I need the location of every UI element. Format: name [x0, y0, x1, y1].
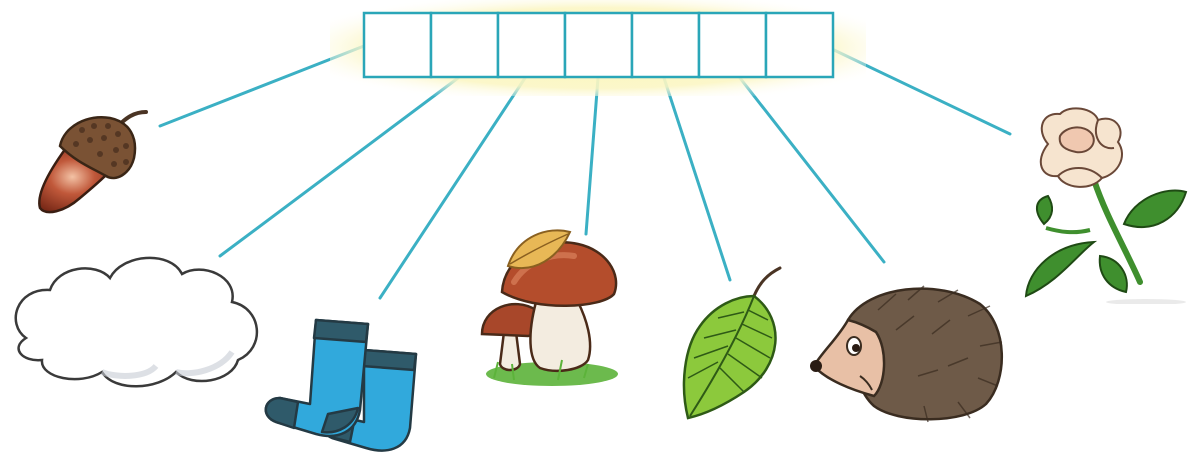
mushroom-icon — [474, 222, 634, 402]
letter-cell-3[interactable] — [498, 13, 565, 77]
letter-cell-6[interactable] — [699, 13, 766, 77]
letter-cell-5[interactable] — [632, 13, 699, 77]
word-puzzle — [0, 0, 1192, 120]
leaf-icon — [678, 262, 790, 422]
rose-icon — [1014, 106, 1190, 304]
acorn-icon — [30, 104, 155, 220]
socks-icon — [258, 310, 430, 460]
letter-cell-7[interactable] — [766, 13, 833, 77]
letter-cell-2[interactable] — [431, 13, 498, 77]
cloud-icon — [6, 248, 266, 394]
letter-cell-1[interactable] — [364, 13, 431, 77]
hedgehog-icon — [808, 280, 1008, 424]
letter-cells — [364, 13, 833, 77]
letter-cell-4[interactable] — [565, 13, 632, 77]
